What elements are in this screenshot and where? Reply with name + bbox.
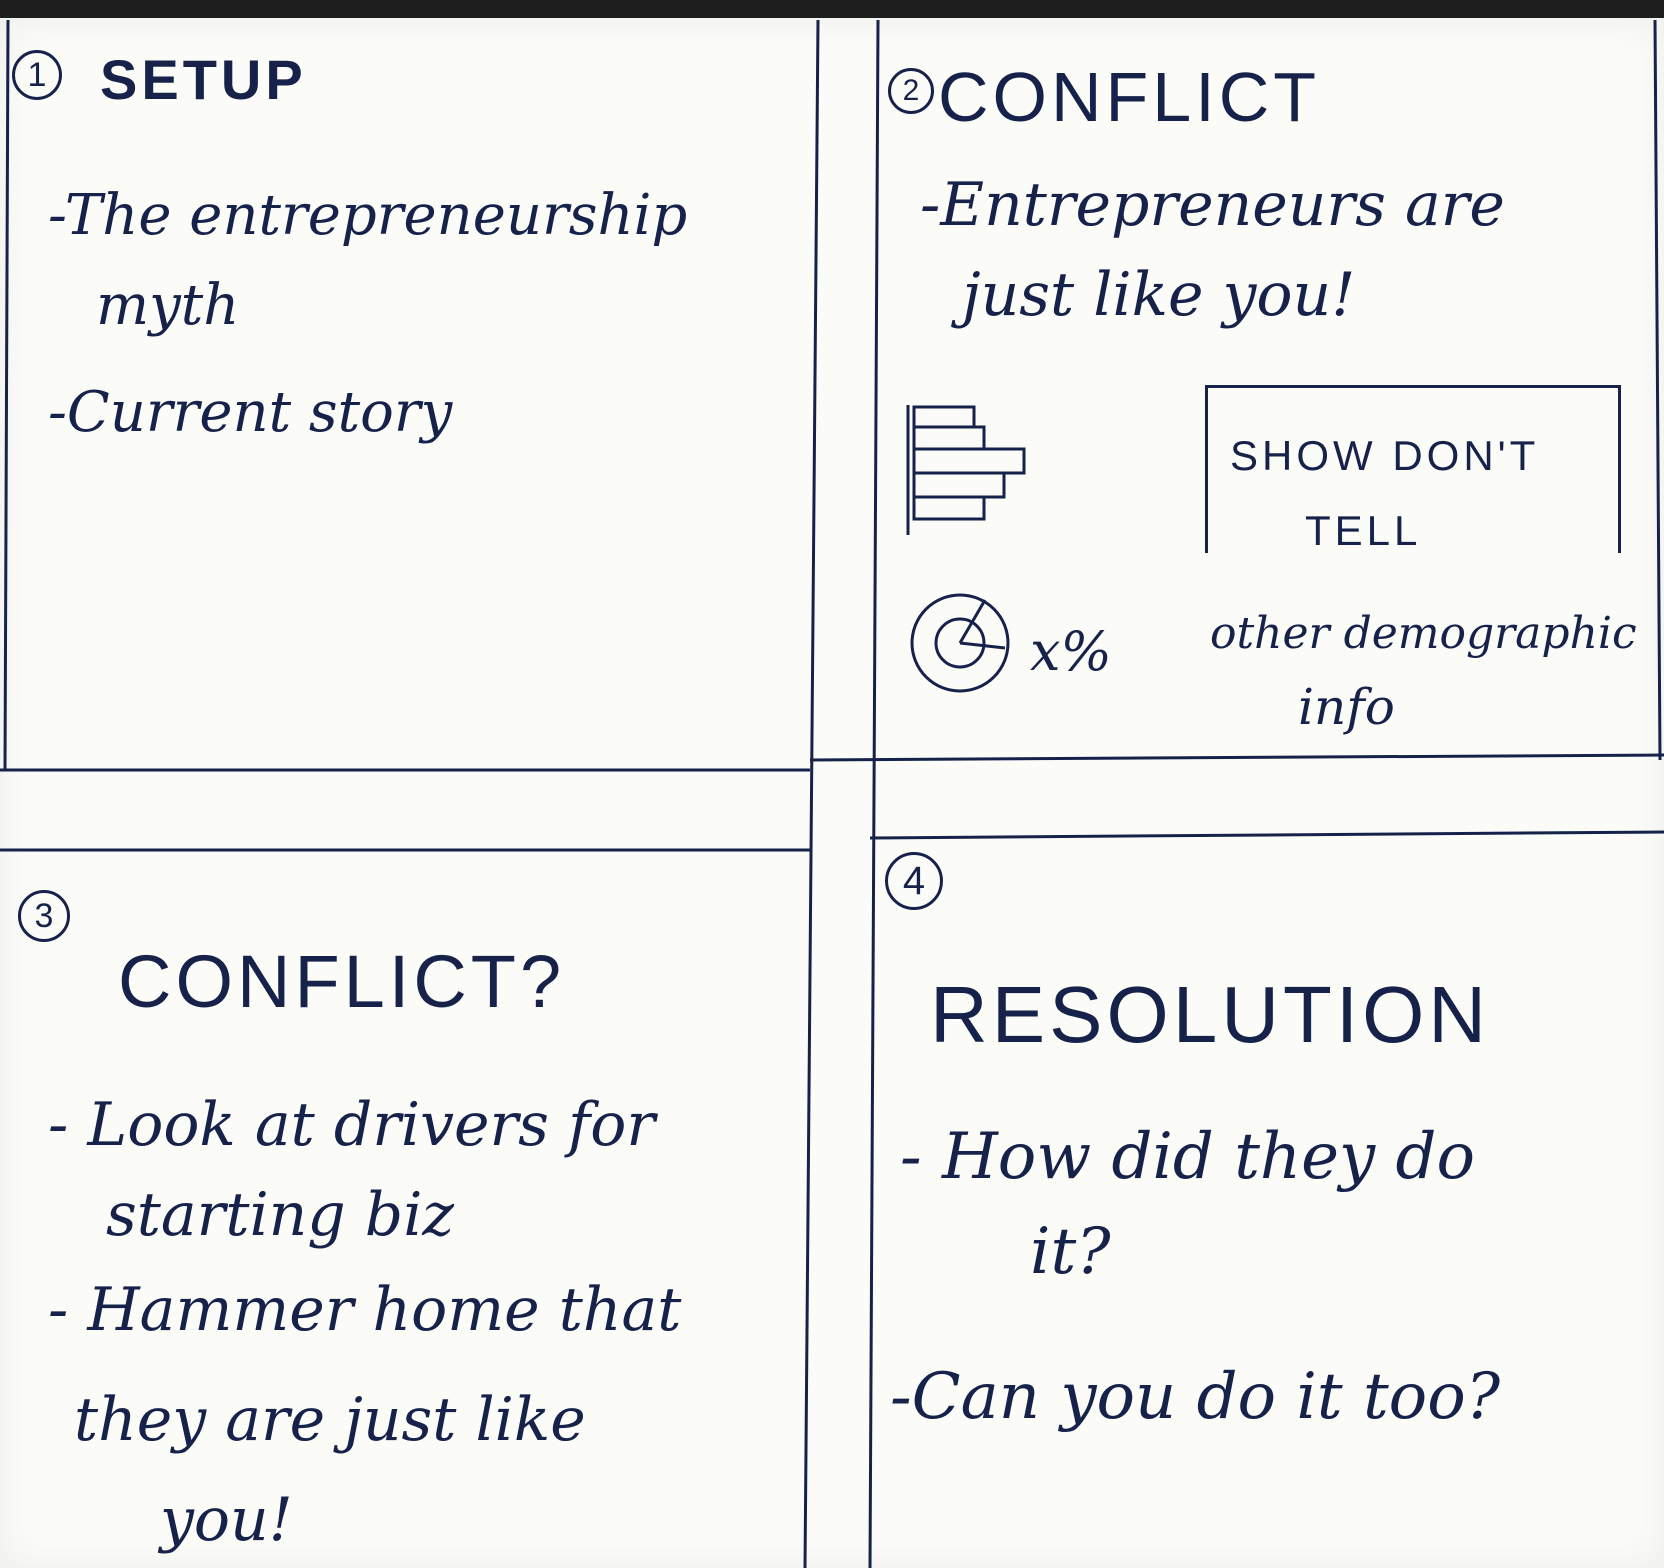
pie-chart-sketch-icon	[910, 593, 1010, 693]
panel-heading-setup: SETUP	[100, 48, 307, 111]
conflict-item-1: -Entrepreneurs are	[920, 170, 1505, 240]
bar-chart-sketch-icon	[906, 405, 1026, 535]
panel-number-2: 2	[888, 68, 934, 114]
resolution-item-1: - How did they do	[900, 1120, 1475, 1194]
callout-line-2: TELL	[1305, 507, 1422, 554]
panel-number-3: 3	[18, 890, 70, 942]
panel-heading-conflict: CONFLICT	[938, 58, 1320, 136]
demographic-note-2: info	[1298, 678, 1395, 736]
setup-item-1-cont: myth	[96, 273, 240, 338]
panel-number-1: 1	[12, 50, 62, 100]
demographic-note-1: other demographic	[1210, 608, 1637, 659]
panel-number-4: 4	[885, 852, 943, 910]
resolution-item-1-cont: it?	[1030, 1215, 1111, 1289]
callout-line-1: SHOW DON'T	[1230, 432, 1540, 479]
conflict-question-item-1-cont: starting biz	[106, 1180, 454, 1250]
left-vertical-line	[803, 19, 820, 1568]
conflict-question-item-2-cont: they are just like	[74, 1385, 586, 1455]
setup-item-1: -The entrepreneurship	[48, 183, 688, 248]
panel-heading-conflict-question: CONFLICT?	[118, 940, 566, 1023]
conflict-question-item-2-end: you!	[160, 1485, 293, 1555]
show-dont-tell-box	[1205, 385, 1621, 553]
pie-stat-label: x%	[1030, 620, 1112, 683]
panel-heading-resolution: RESOLUTION	[930, 970, 1491, 1059]
conflict-question-item-2: - Hammer home that	[48, 1275, 682, 1345]
right-vertical-line	[868, 19, 880, 1568]
resolution-item-2: -Can you do it too?	[890, 1360, 1501, 1434]
conflict-question-item-1: - Look at drivers for	[48, 1090, 656, 1160]
conflict-item-1-cont: just like you!	[962, 260, 1356, 330]
storyboard-paper	[0, 18, 1664, 1568]
setup-item-2: -Current story	[48, 380, 453, 445]
